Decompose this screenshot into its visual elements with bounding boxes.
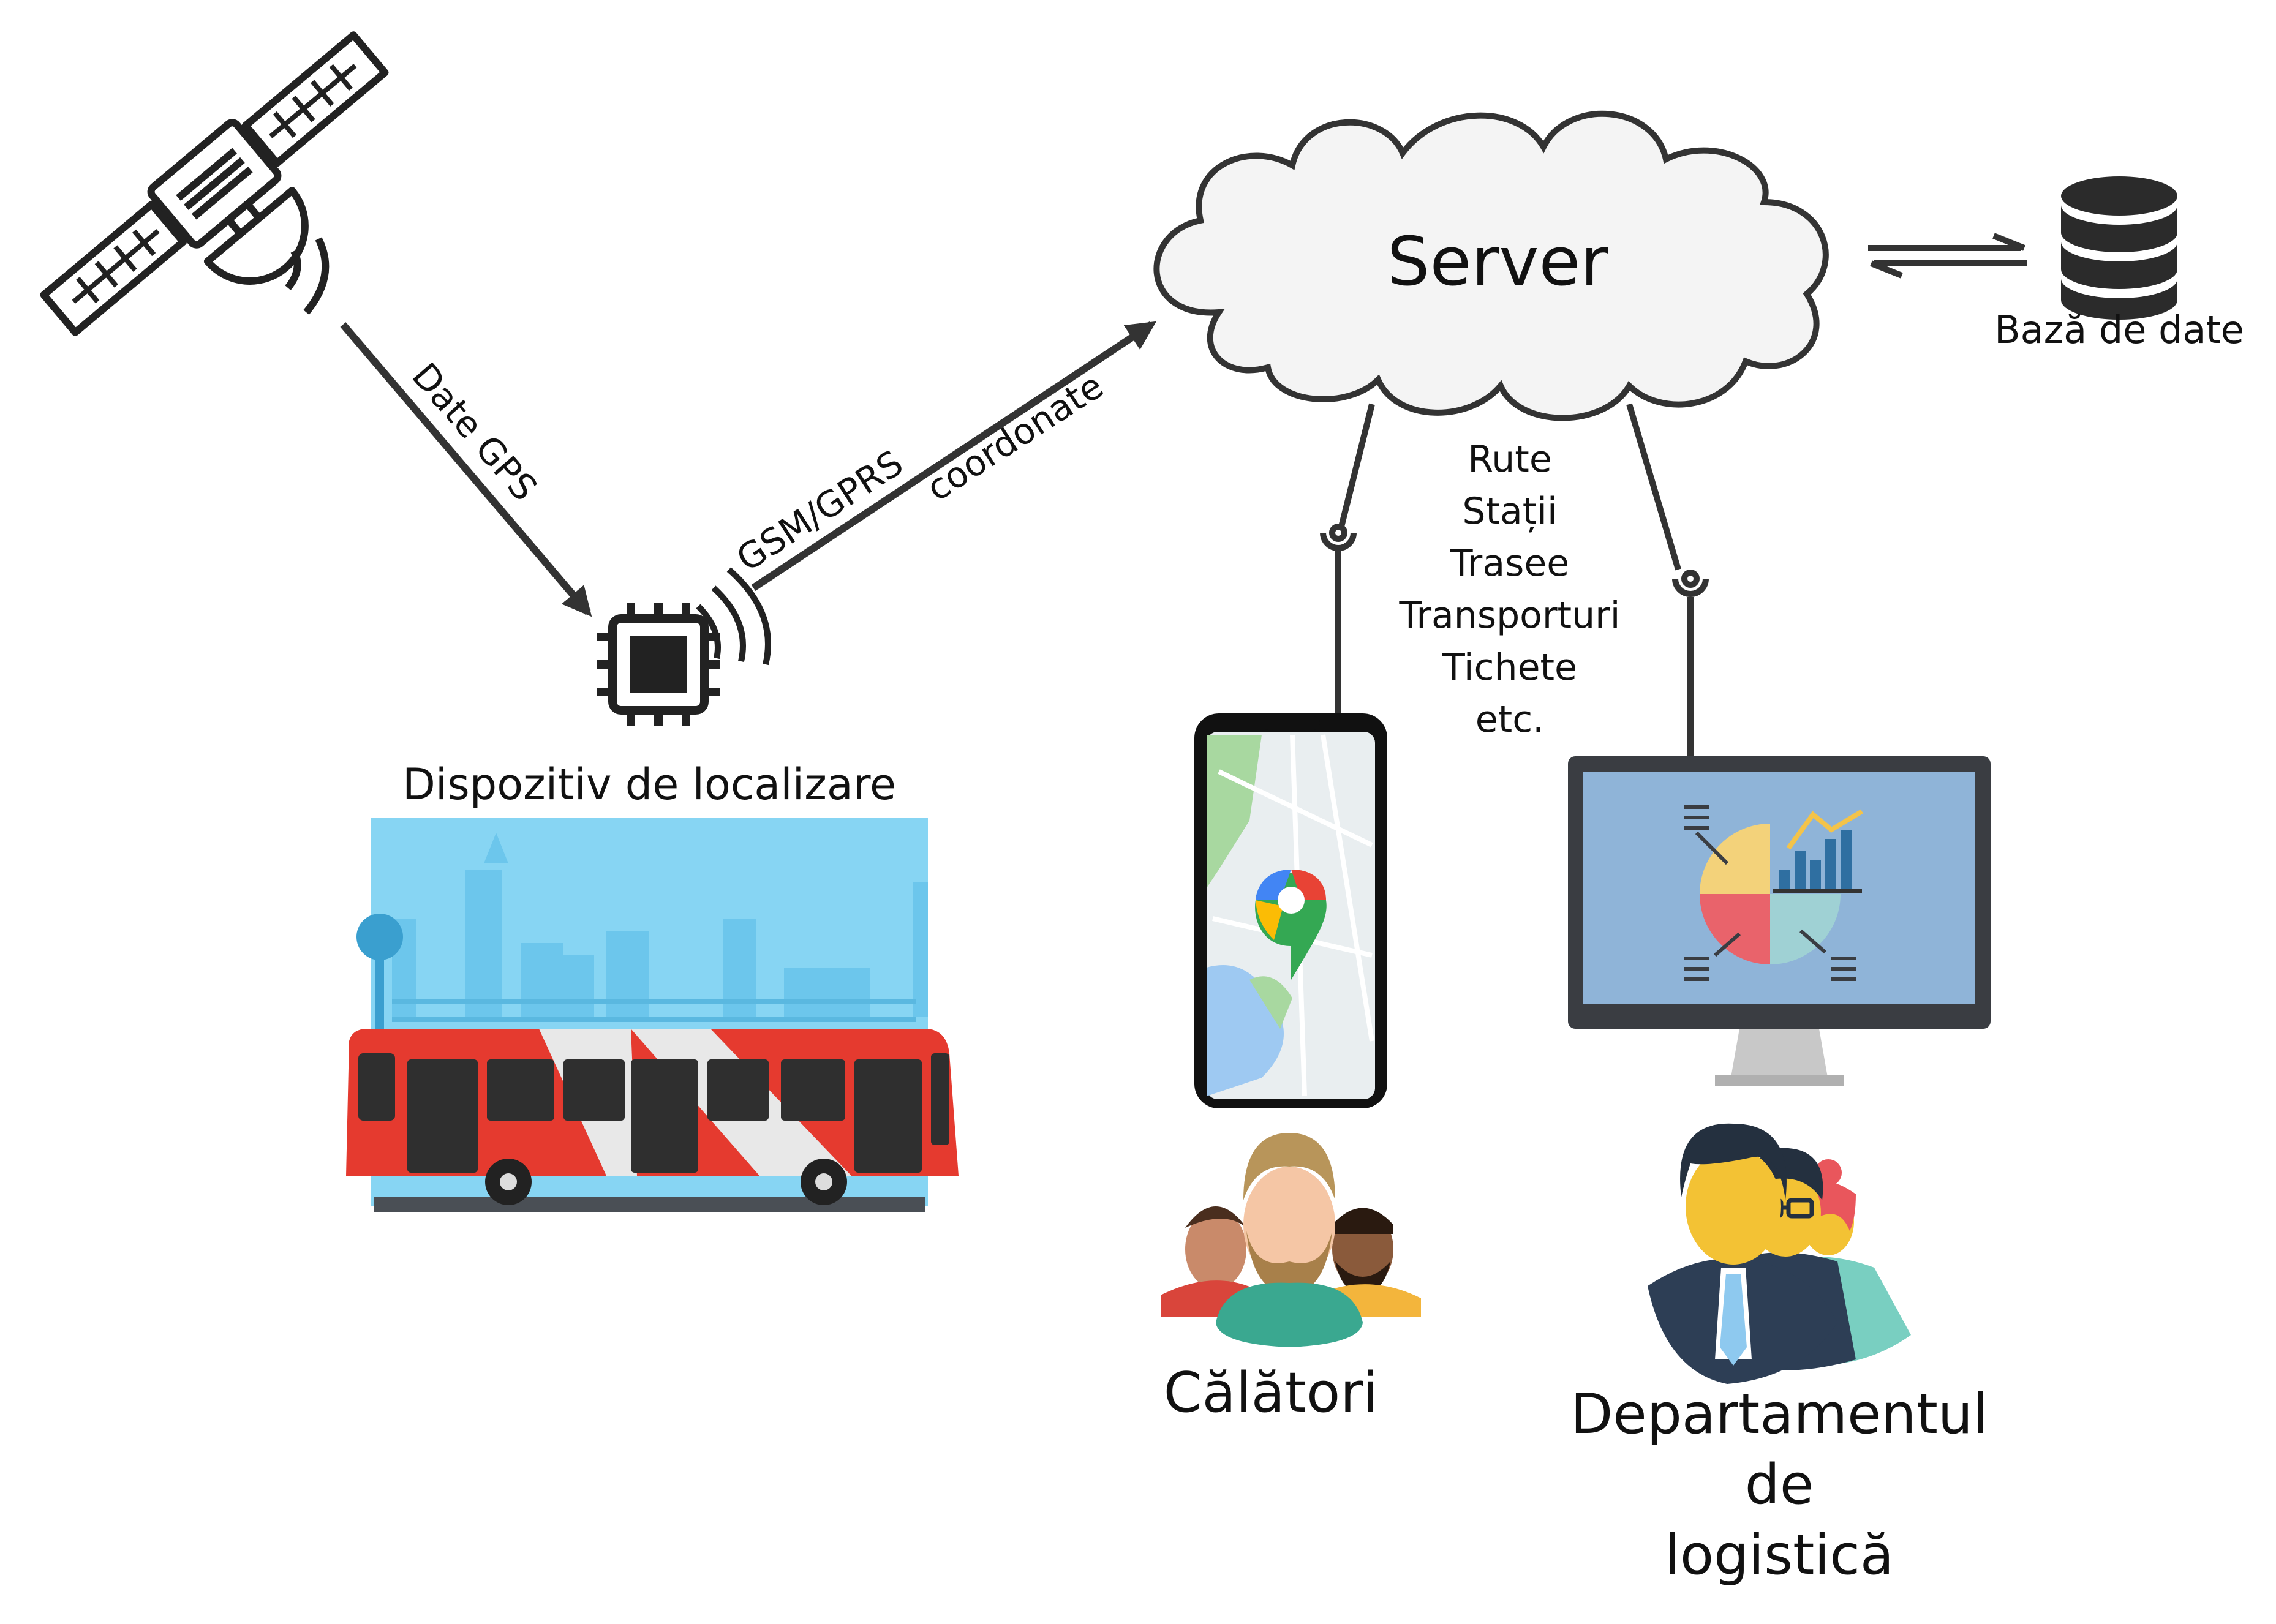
device-label: Dispozitiv de localizare [402, 759, 896, 810]
database-label: Bază de date [1994, 307, 2244, 352]
phone-map-icon [1194, 713, 1387, 1108]
logistics-label-1: Departamentul [1570, 1382, 1988, 1446]
cloud-icon [1153, 110, 1829, 421]
data-item: Transporturi [1399, 594, 1621, 637]
data-item: Tichete [1442, 646, 1577, 689]
database-icon [2061, 176, 2177, 320]
server-data-list: Rute Stații Trasee Transporturi Tichete … [1399, 438, 1621, 741]
server-label: Server [1387, 222, 1608, 301]
logistics-label-3: logistică [1665, 1523, 1894, 1587]
coordinates-label: coordonate [919, 365, 1111, 509]
data-item: etc. [1475, 698, 1545, 741]
data-item: Trasee [1450, 542, 1569, 585]
gsm-arrow [751, 321, 1157, 592]
people-icon [1161, 1133, 1421, 1347]
connector-travelers [1320, 403, 1375, 716]
data-item: Stații [1462, 490, 1557, 533]
travelers-label: Călători [1164, 1361, 1379, 1425]
monitor-chart-icon [1568, 756, 1991, 1086]
connector-logistics [1626, 403, 1709, 759]
chip-icon [597, 567, 771, 726]
db-exchange-arrows [1868, 233, 2027, 279]
satellite-icon [40, 31, 389, 336]
gps-data-label: Date GPS [404, 355, 545, 509]
data-item: Rute [1468, 438, 1551, 481]
logistics-label-2: de [1745, 1453, 1814, 1517]
bus-icon [346, 818, 959, 1212]
business-team-icon [1635, 1123, 1911, 1396]
gps-arrow [340, 322, 592, 617]
gsm-label: GSM/GPRS [729, 442, 911, 580]
